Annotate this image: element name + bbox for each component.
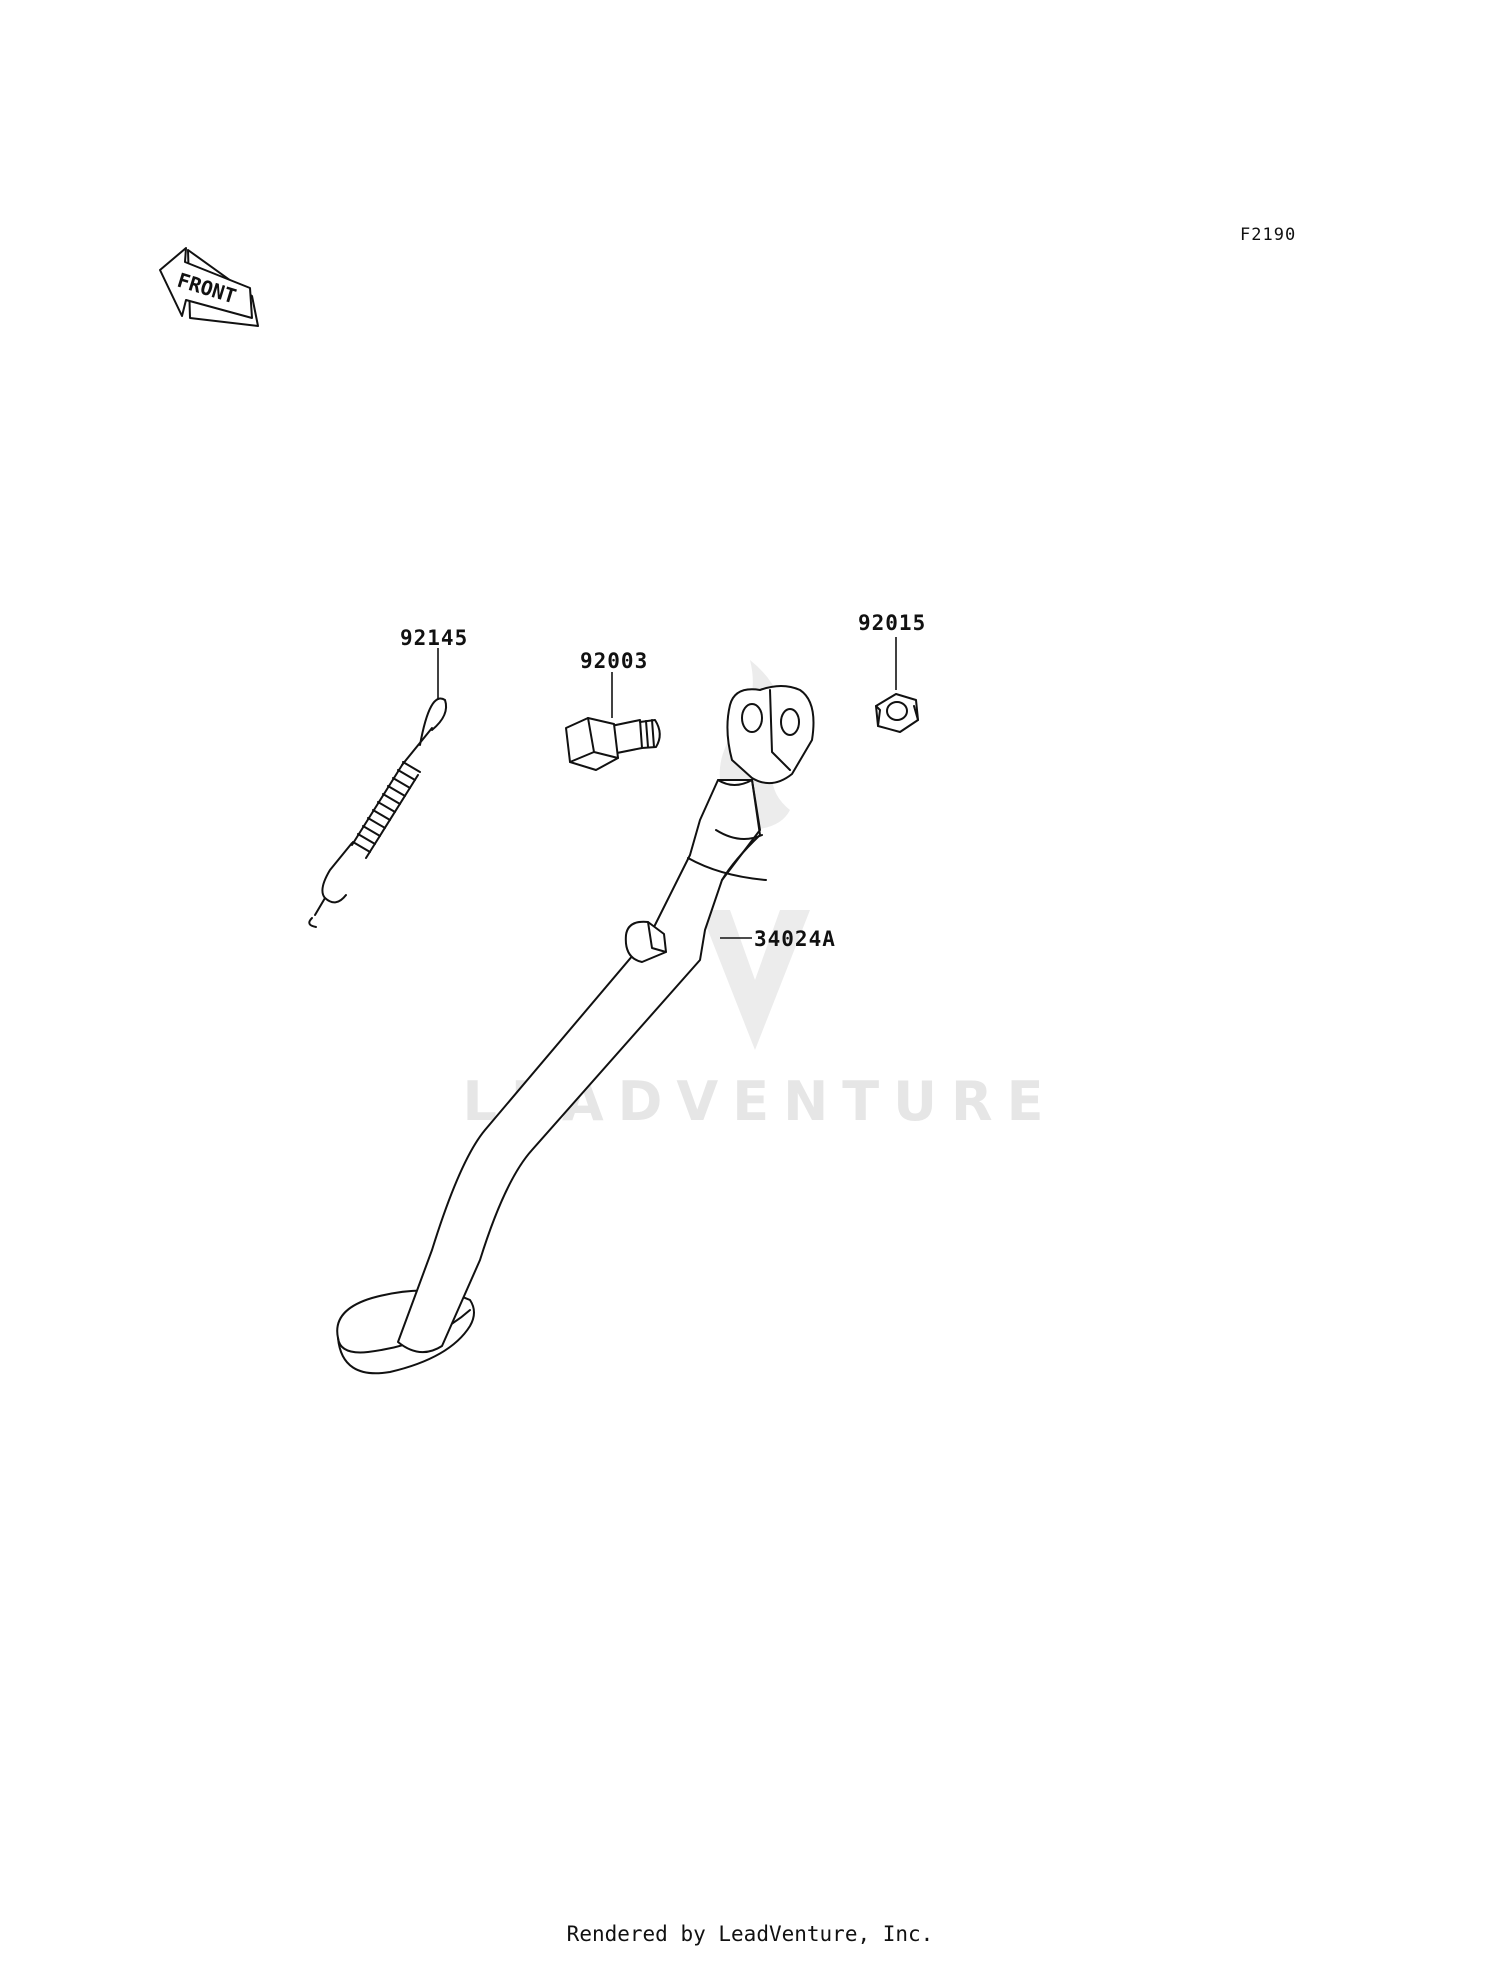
front-arrow-icon: FRONT bbox=[159, 247, 259, 327]
callout-92145[interactable]: 92145 bbox=[400, 626, 468, 650]
figure-code: F2190 bbox=[1240, 225, 1296, 245]
bolt-part[interactable] bbox=[565, 717, 661, 771]
nut-part[interactable] bbox=[875, 693, 919, 733]
callout-92015[interactable]: 92015 bbox=[858, 611, 926, 635]
stand-leg bbox=[397, 779, 767, 1353]
stand-stopper-pin bbox=[624, 920, 667, 963]
side-stand-part[interactable] bbox=[336, 685, 815, 1375]
bolt-threads bbox=[639, 719, 661, 749]
spring-coil bbox=[351, 761, 421, 859]
callout-34024a[interactable]: 34024A bbox=[754, 927, 836, 951]
footer-credit: Rendered by LeadVenture, Inc. bbox=[566, 1922, 934, 1946]
spring-part[interactable] bbox=[308, 697, 448, 928]
callout-92003[interactable]: 92003 bbox=[580, 649, 648, 673]
stand-bracket bbox=[726, 685, 815, 785]
